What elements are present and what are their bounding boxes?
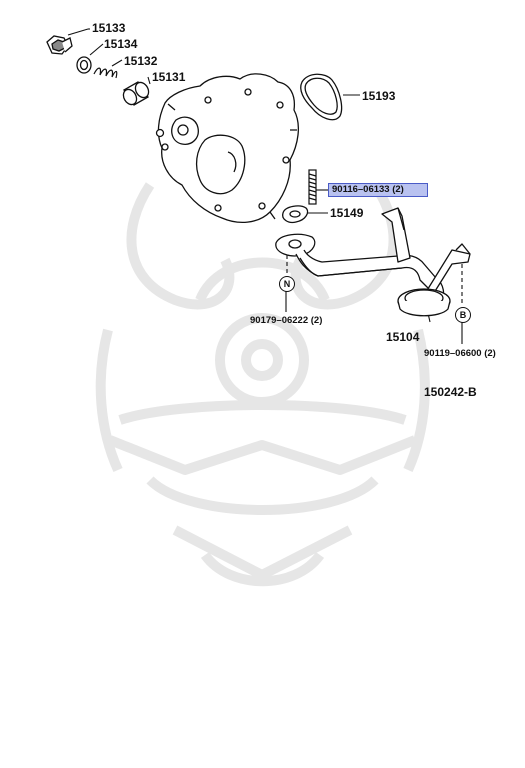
plug-bolt-15133 [46, 35, 73, 55]
callout-b: B [455, 307, 471, 323]
callout-n: N [279, 276, 295, 292]
o-ring-15193 [300, 73, 343, 121]
spring-15132 [93, 67, 118, 79]
gasket-15134 [76, 56, 92, 74]
oil-pump-housing [155, 73, 300, 223]
relief-valve-15131 [122, 81, 150, 106]
oil-strainer-15104 [275, 207, 471, 317]
label-15132: 15132 [124, 54, 158, 68]
label-15131: 15131 [152, 70, 186, 84]
stud-bolt-90116 [308, 169, 317, 205]
gasket-15149 [282, 205, 309, 224]
label-90119: 90119–06600 (2) [424, 348, 496, 359]
dashed-guides [286, 248, 463, 306]
label-15133: 15133 [92, 21, 126, 35]
watermark-emblem [95, 182, 430, 587]
label-15193: 15193 [362, 89, 396, 103]
label-15149: 15149 [330, 206, 364, 220]
label-90179: 90179–06222 (2) [250, 315, 323, 326]
label-90116-highlighted[interactable]: 90116–06133 (2) [328, 183, 428, 197]
label-15134: 15134 [104, 37, 138, 51]
label-15104: 15104 [386, 330, 420, 344]
diagram-code: 150242-B [424, 385, 477, 399]
